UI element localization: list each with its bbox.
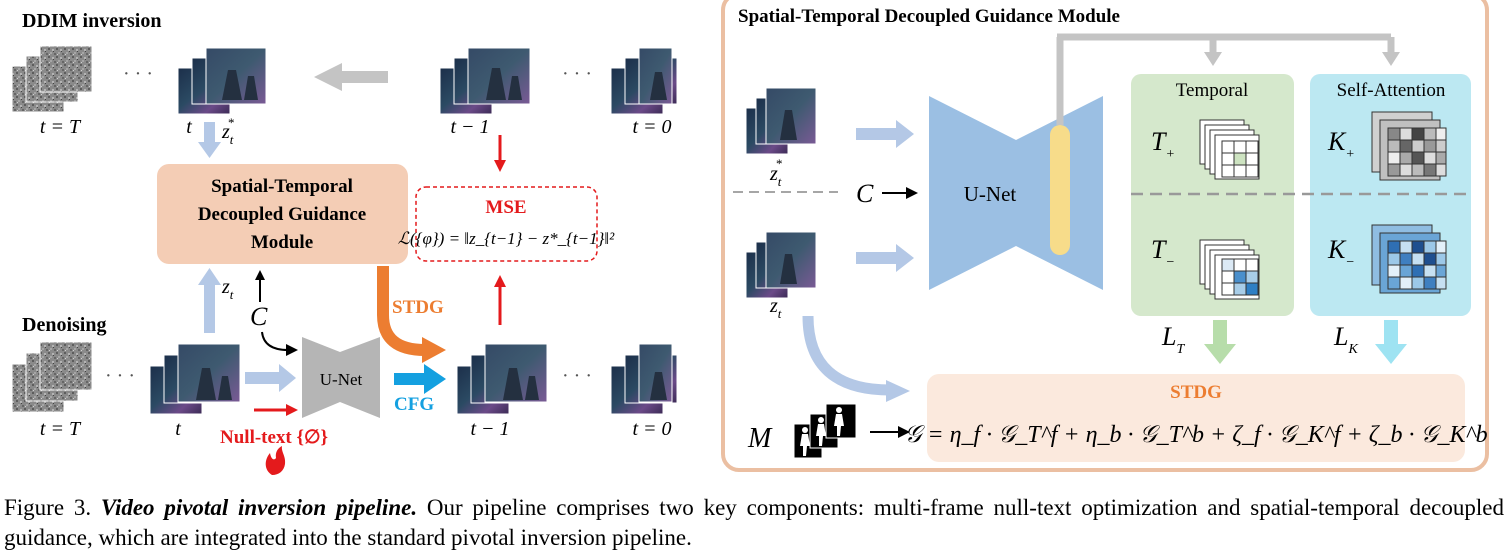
c-label-left: C: [250, 302, 268, 331]
frames-to-unet-arrow: [245, 364, 296, 392]
zt-label-left: zt: [221, 276, 234, 302]
figure-caption: Figure 3. Video pivotal inversion pipeli…: [4, 493, 1504, 553]
caption-title: Video pivotal inversion pipeline.: [100, 495, 418, 520]
module-frame: [721, 0, 1489, 472]
label-t-minus-1-bottom: t − 1: [470, 418, 509, 440]
ddim-inversion-title: DDIM inversion: [22, 10, 161, 32]
zstar-label-right: zt*: [769, 156, 782, 189]
mse-down-arrow: [494, 135, 506, 172]
stdg-box-line-3: Module: [251, 232, 313, 253]
t-minus-label: T−: [1151, 235, 1175, 270]
c-to-unet-arrow: [261, 331, 289, 351]
stdg-label-left: STDG: [392, 297, 444, 318]
unet-blue-left: [929, 96, 1016, 290]
noise-stack-top: [11, 45, 93, 113]
caption-prefix: Figure 3.: [4, 495, 92, 520]
noise-stack-bottom: [11, 341, 93, 413]
temporal-plus-grid: [1199, 119, 1260, 180]
label-t-0-bottom: t = 0: [632, 418, 671, 440]
zstar-label: zt*: [221, 115, 234, 147]
frames-bottom-t-0: [610, 343, 678, 415]
cfg-label: CFG: [394, 394, 434, 415]
temporal-minus-grid: [1199, 239, 1260, 300]
label-t-T-top: t = T: [40, 116, 82, 138]
loss-k-arrow: [1375, 320, 1407, 364]
frames-bottom-t-minus-1: [456, 343, 548, 415]
zt-label-right: zt: [769, 295, 782, 321]
unet-label-left: U-Net: [320, 370, 363, 389]
module-frames-zt: [745, 231, 817, 299]
t-plus-label: T+: [1151, 127, 1175, 162]
label-t-T-bottom: t = T: [40, 418, 82, 440]
c-to-unet-arrowhead: [286, 344, 298, 356]
zstar-down-arrow: [198, 122, 221, 158]
temporal-title: Temporal: [1176, 80, 1249, 101]
zt-to-formula-arrowhead: [886, 380, 910, 402]
zstar-to-unet-arrow: [856, 120, 914, 148]
inversion-arrow: [314, 63, 388, 91]
mask-m-label: M: [747, 423, 773, 454]
attention-layer-bar: [1050, 125, 1070, 255]
k-plus-grid: [1371, 111, 1447, 181]
label-t-0-top: t = 0: [632, 116, 671, 138]
mask-silhouettes: [793, 403, 857, 459]
stdg-box-line-2: Decoupled Guidance: [198, 204, 366, 225]
mse-title: MSE: [485, 197, 526, 218]
unet-label-right: U-Net: [964, 182, 1017, 206]
k-minus-grid: [1371, 224, 1447, 294]
temporal-branch-arrowhead: [1204, 52, 1222, 66]
frames-bottom-t: [149, 343, 241, 415]
loss-k-label: LK: [1333, 322, 1358, 357]
stdg-formula-box: [927, 374, 1465, 462]
ellipsis-bottom-2: · · ·: [562, 365, 592, 387]
stdg-formula-title: STDG: [1170, 382, 1222, 403]
stdg-module-box: [157, 164, 408, 264]
denoising-title: Denoising: [22, 314, 106, 336]
c-to-unet-right-arrow: [882, 187, 918, 199]
stdg-orange-arrowhead: [422, 337, 446, 363]
mask-to-formula-arrow: [870, 426, 910, 438]
unet-right: [340, 337, 380, 418]
stdg-formula: 𝒢 = η_f · 𝒢_T^f + η_b · 𝒢_T^b + ζ_f · 𝒢_…: [904, 422, 1487, 448]
k-minus-label: K−: [1327, 235, 1355, 270]
flame-icon: [265, 446, 286, 475]
zt-to-unet-arrow: [856, 244, 914, 272]
ellipsis-top-1: · · ·: [123, 63, 153, 85]
frames-top-t-0: [610, 47, 678, 115]
k-plus-label: K+: [1327, 127, 1355, 162]
ellipsis-bottom-1: · · ·: [105, 365, 135, 387]
cfg-arrow: [394, 364, 446, 394]
mse-box: [415, 186, 598, 262]
loss-t-label: LT: [1161, 322, 1185, 357]
selfattn-title: Self-Attention: [1337, 80, 1446, 101]
label-t-top: t: [186, 116, 192, 138]
c-up-arrow: [255, 270, 265, 302]
zt-to-formula-arrow: [802, 315, 891, 396]
caption-text: Our pipeline comprises two key component…: [4, 495, 1504, 550]
frames-top-t-minus-1: [439, 47, 531, 115]
module-title: Spatial-Temporal Decoupled Guidance Modu…: [738, 6, 1120, 27]
null-text-label: Null-text {∅}: [220, 427, 328, 448]
attention-branch-arrows: [1056, 33, 1395, 125]
ellipsis-top-2: · · ·: [562, 63, 592, 85]
selfattn-branch-arrowhead: [1382, 52, 1400, 66]
module-frames-zstar: [745, 87, 817, 155]
label-t-minus-1-top: t − 1: [450, 116, 489, 138]
frames-top-t: [177, 47, 267, 115]
zt-up-arrow: [198, 268, 221, 333]
stdg-orange-arrow: [377, 266, 426, 356]
mse-formula: ℒ({φ}) = ‖z_{t−1} − z*_{t−1}‖²: [398, 229, 615, 248]
null-text-arrow: [254, 404, 298, 416]
mse-up-arrow: [494, 275, 506, 325]
label-t-bottom: t: [175, 418, 181, 440]
unet-left: [302, 337, 340, 418]
c-label-right: C: [856, 179, 874, 208]
loss-t-arrow: [1204, 320, 1236, 364]
stdg-box-line-1: Spatial-Temporal: [211, 176, 353, 197]
